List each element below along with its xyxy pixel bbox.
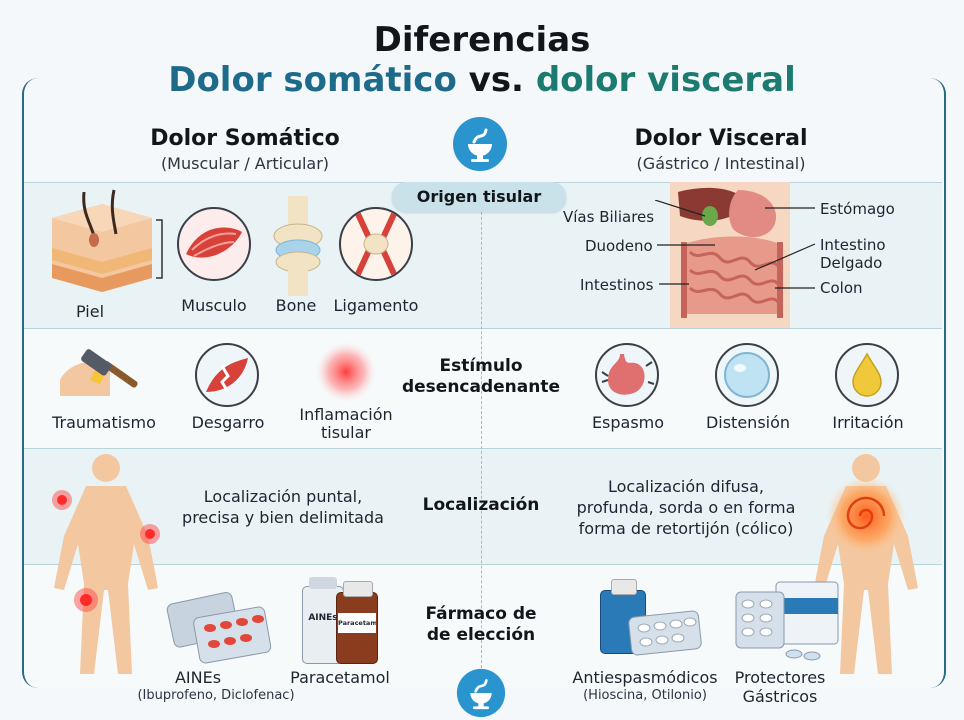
somatic-location-1: Localización puntal, (203, 487, 363, 506)
inflammation-icon (316, 342, 376, 402)
bottle-cap (611, 579, 637, 595)
pharmacy-bowl-icon (453, 117, 507, 171)
column-divider (481, 182, 482, 688)
left-column-subtitle: (Muscular / Articular) (160, 154, 330, 173)
category-drug-2: de elección (426, 625, 536, 645)
visceral-location-1: Localización difusa, (608, 477, 764, 496)
right-column-title: Dolor Visceral (634, 126, 808, 151)
pill-blister-icon (166, 592, 272, 664)
category-stimulus-1: Estímulo (439, 356, 523, 376)
category-drug: Fármaco de de elección (396, 604, 566, 646)
title-somatic: Dolor somático (168, 60, 457, 100)
label-small-intestine: Intestino (820, 236, 886, 254)
divider (22, 564, 942, 565)
somatic-location-2: precisa y bien delimitada (182, 508, 384, 527)
label-colon: Colon (820, 279, 863, 297)
label-small-intestine-2: Delgado (820, 254, 883, 272)
protectors-label-1: Protectores (734, 668, 826, 687)
divider (22, 448, 942, 449)
band-stimulus (22, 328, 942, 448)
category-stimulus: Estímulo desencadenante (396, 356, 566, 398)
trauma-label: Traumatismo (52, 413, 156, 432)
category-location: Localización (422, 495, 540, 515)
body-figure-icon (52, 454, 160, 674)
label-biliary: Vías Biliares (563, 208, 655, 226)
stomach-protector-icon (735, 581, 839, 661)
tear-icon (195, 343, 259, 407)
bottle-aines-label: AINEs (308, 613, 338, 623)
label-stomach: Estómago (820, 200, 895, 218)
left-column-title: Dolor Somático (150, 126, 340, 151)
title-vs: vs. (468, 60, 524, 100)
category-stimulus-2: desencadenante (401, 377, 561, 397)
bottle-cap (309, 577, 337, 589)
inflammation-label-2: tisular (320, 423, 372, 442)
protectors-label-2: Gástricos (742, 687, 818, 706)
visceral-location-2: profunda, sorda o en forma (576, 498, 796, 517)
inflammation-label-1: Inflamación (299, 405, 393, 424)
band-location (22, 448, 942, 564)
category-drug-1: Fármaco de (425, 604, 537, 624)
tear-label: Desgarro (191, 413, 265, 432)
somatic-location-description: Localización puntal, precisa y bien deli… (178, 486, 388, 528)
abdomen-organs-icon (670, 182, 790, 328)
divider (22, 328, 942, 329)
pharmacy-bowl-icon (456, 668, 506, 718)
hammer-icon (60, 349, 138, 396)
inflammation-label: Inflamación tisular (290, 406, 402, 442)
bubble-icon (715, 343, 779, 407)
paracetamol-label: Paracetamol (290, 668, 390, 687)
skin-icon (52, 189, 163, 292)
spasm-label: Espasmo (591, 413, 665, 432)
body-figure-visceral-icon (814, 454, 918, 674)
ligament-label: Ligamento (333, 296, 419, 315)
title-visceral: dolor visceral (535, 60, 796, 100)
bone-joint-icon (273, 196, 323, 296)
antispasmodic-sub-label: (Hioscina, Otilonio) (583, 688, 707, 703)
category-origin: Origen tisular (392, 182, 566, 212)
muscle-icon (177, 207, 251, 281)
aines-sub-label: (Ibuprofeno, Diclofenac) (137, 688, 295, 703)
irritation-label: Irritación (832, 413, 904, 432)
label-intestines: Intestinos (580, 276, 654, 294)
aines-label: AINEs (174, 668, 222, 687)
distension-label: Distensión (705, 413, 791, 432)
visceral-location-3: forma de retortijón (cólico) (578, 519, 794, 538)
antispasmodic-label: Antiespasmódicos (572, 668, 718, 687)
stomach-spasm-icon (595, 343, 659, 407)
page-subtitle: Dolor somático vs. dolor visceral (0, 60, 964, 100)
bottle-paracetamol-label: Paracetamol (338, 613, 376, 633)
medicine-bottle-icon: Paracetamol (336, 581, 378, 664)
bone-label: Bone (275, 296, 317, 315)
pill-blister-icon (628, 610, 702, 656)
label-duodenum: Duodeno (585, 237, 653, 255)
bottle-cap (343, 581, 373, 597)
visceral-location-description: Localización difusa, profunda, sorda o e… (570, 476, 802, 539)
organ-pointer-lines (655, 200, 816, 289)
protectors-label: Protectores Gástricos (722, 668, 838, 706)
muscle-label: Musculo (181, 296, 247, 315)
page-title: Diferencias (373, 20, 591, 60)
right-column-subtitle: (Gástrico / Intestinal) (636, 154, 806, 173)
drop-icon (835, 343, 899, 407)
skin-label: Piel (75, 302, 105, 321)
ligament-icon (339, 207, 413, 281)
